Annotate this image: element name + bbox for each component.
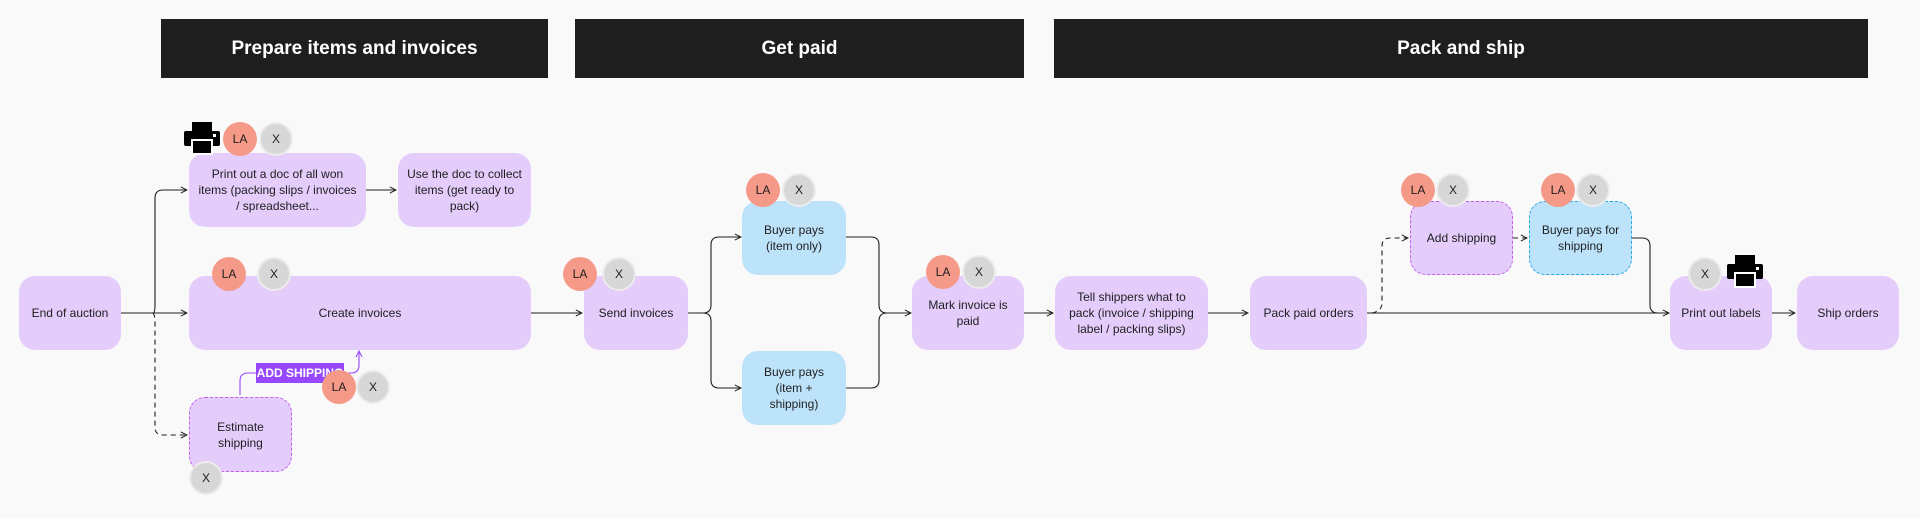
avatar-x[interactable]: X [782,173,816,207]
node-end-of-auction[interactable]: End of auction [19,276,121,350]
node-label: End of auction [31,306,109,320]
node-label: Use the doc to collect items (get ready … [407,167,522,213]
avatar-la[interactable]: LA [563,257,597,291]
node-pack-paid-orders[interactable]: Pack paid orders [1250,276,1367,350]
node-buyer-pays-item-shipping[interactable]: Buyer pays (item + shipping) [742,351,846,425]
avatar-la[interactable]: LA [926,255,960,289]
connector [702,312,741,388]
section-header-get-paid: Get paid [575,19,1024,78]
node-print-doc[interactable]: Print out a doc of all won items (packin… [189,153,366,227]
section-title: Get paid [761,37,838,59]
avatar-la[interactable]: LA [212,257,246,291]
avatar-x[interactable]: X [257,257,291,291]
node-label: Mark invoice is paid [928,298,1008,328]
section-title: Pack and ship [1397,37,1525,59]
node-add-shipping[interactable]: Add shipping [1410,201,1513,275]
connector [846,236,911,313]
node-label: Add shipping [1426,231,1497,245]
avatar-x[interactable]: X [356,370,390,404]
node-estimate-shipping[interactable]: Estimate shipping [189,397,292,472]
section-title: Prepare items and invoices [231,37,478,59]
avatar-la[interactable]: LA [1401,173,1435,207]
avatar-x[interactable]: X [602,257,636,291]
node-label: Ship orders [1817,306,1879,320]
node-label: Print out a doc of all won items (packin… [198,167,357,213]
node-label: Buyer pays (item + shipping) [763,365,825,411]
section-header-prepare: Prepare items and invoices [161,19,548,78]
node-label: Send invoices [598,306,674,320]
connector [1371,238,1408,314]
avatar-x[interactable]: X [1576,173,1610,207]
avatar-x[interactable]: X [1688,257,1722,291]
avatar-la[interactable]: LA [223,122,257,156]
tag-label: ADD SHIPPING [256,366,344,380]
node-buyer-pays-shipping[interactable]: Buyer pays for shipping [1529,201,1632,275]
node-create-invoices[interactable]: Create invoices [189,276,531,350]
node-label: Pack paid orders [1263,306,1354,320]
connector [152,312,187,435]
node-label: Create invoices [318,306,402,320]
node-label: Estimate shipping [217,419,264,450]
connector [145,190,187,314]
node-label: Buyer pays for shipping [1541,223,1620,253]
node-tell-shippers[interactable]: Tell shippers what to pack (invoice / sh… [1055,276,1208,350]
node-mark-invoice-paid[interactable]: Mark invoice is paid [912,276,1024,350]
avatar-la[interactable]: LA [1541,173,1575,207]
node-label: Tell shippers what to pack (invoice / sh… [1069,290,1194,336]
node-use-doc[interactable]: Use the doc to collect items (get ready … [398,153,531,227]
avatar-la[interactable]: LA [322,370,356,404]
node-label: Buyer pays (item only) [763,223,825,253]
printer-icon [184,122,220,155]
connector [1632,237,1659,314]
avatar-x[interactable]: X [962,255,996,289]
avatar-x[interactable]: X [189,461,223,495]
avatar-la[interactable]: LA [746,173,780,207]
node-label: Print out labels [1681,306,1761,320]
section-header-pack-ship: Pack and ship [1054,19,1868,78]
connector [846,312,888,389]
connector [688,237,741,314]
node-buyer-pays-item[interactable]: Buyer pays (item only) [742,201,846,275]
avatar-x[interactable]: X [259,122,293,156]
node-print-labels[interactable]: Print out labels [1670,276,1772,350]
avatar-x[interactable]: X [1436,173,1470,207]
node-ship-orders[interactable]: Ship orders [1797,276,1899,350]
add-shipping-tag[interactable]: ADD SHIPPING [256,363,344,383]
printer-icon [1727,255,1763,288]
node-send-invoices[interactable]: Send invoices [584,276,688,350]
